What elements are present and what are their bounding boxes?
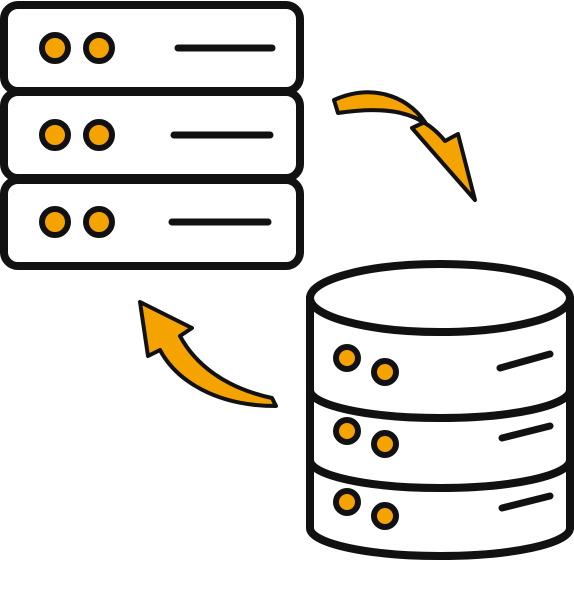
- database-section-1-slot: [496, 350, 554, 372]
- server-rack-icon: [0, 1, 304, 270]
- database-section-2-led-2: [371, 430, 399, 458]
- database-divider-1: [306, 389, 574, 422]
- database-section-2: [333, 417, 554, 458]
- server-unit-2-led-2: [83, 119, 115, 151]
- database-section-3-led-1: [333, 488, 361, 516]
- database-top: [306, 260, 574, 336]
- database-section-2-slot: [498, 422, 554, 442]
- server-unit-2: [0, 88, 304, 182]
- curved-arrow-left-up-icon: [138, 300, 278, 408]
- database-cylinder-icon: [306, 260, 574, 560]
- server-unit-2-led-1: [39, 119, 71, 151]
- server-unit-1: [0, 1, 304, 95]
- server-unit-1-led-1: [39, 32, 71, 64]
- database-section-2-led-1: [333, 417, 361, 445]
- database-section-1-led-1: [333, 344, 361, 372]
- database-section-3: [333, 488, 554, 530]
- database-divider-2: [306, 459, 574, 492]
- curved-arrow-right-down-icon: [332, 90, 477, 202]
- database-section-3-led-2: [371, 502, 399, 530]
- server-unit-3: [0, 176, 304, 270]
- server-unit-3-led-2: [83, 206, 115, 238]
- database-section-3-slot: [498, 492, 554, 512]
- database-section-1: [333, 344, 554, 386]
- database-section-1-led-2: [371, 358, 399, 386]
- server-unit-1-led-2: [83, 32, 115, 64]
- server-unit-3-led-1: [39, 206, 71, 238]
